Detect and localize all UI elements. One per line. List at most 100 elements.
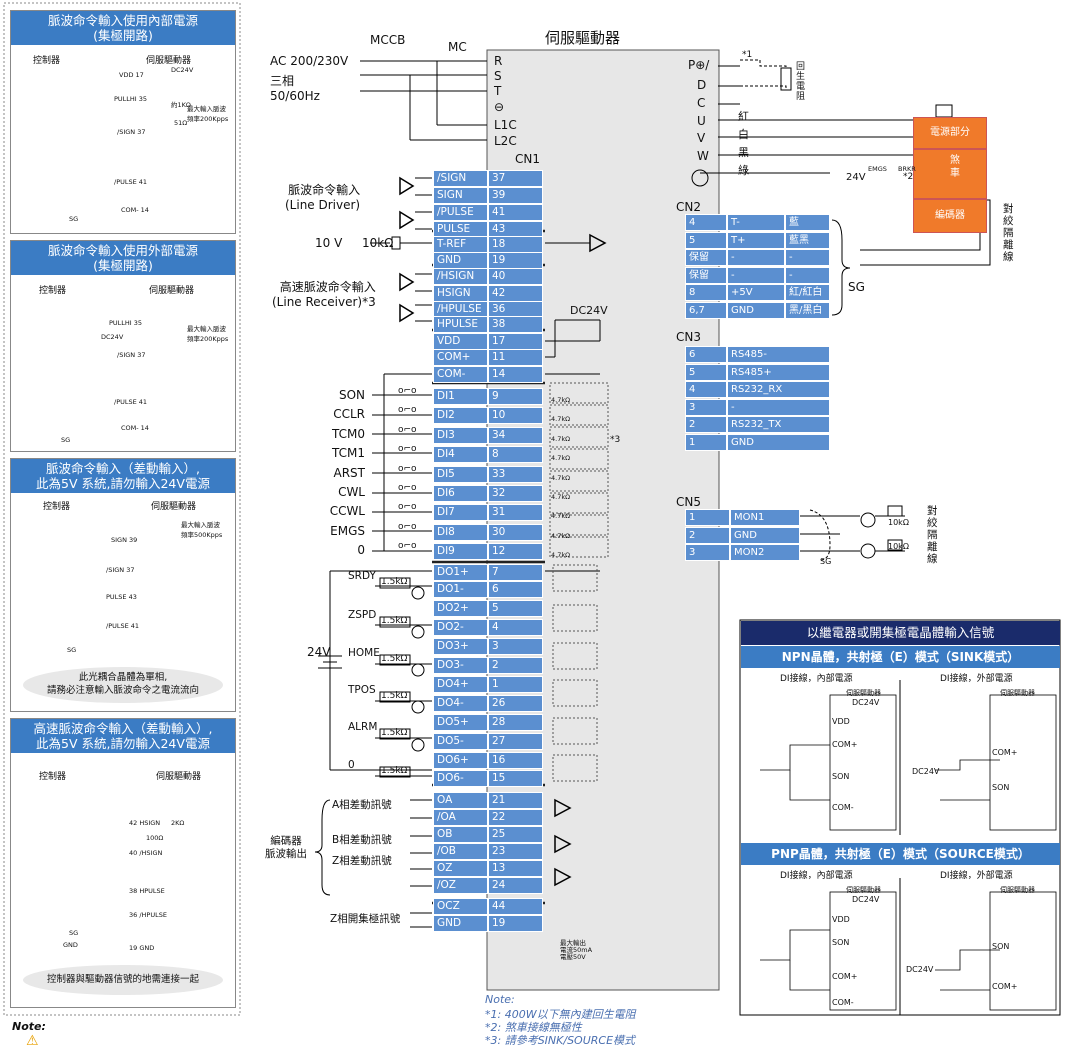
panel-3-ctrl: 控制器 <box>43 502 71 512</box>
cn1-pin-number: 19 <box>488 252 543 269</box>
panel-2-label: 最大輸入脈波頻率200Kpps <box>187 325 229 343</box>
do-name: HOME <box>348 647 380 659</box>
panel-4-drv: 伺服驅動器 <box>156 772 202 782</box>
cn1-pin-row: DO4-26 <box>433 695 543 712</box>
cn1-signal-name: /HSIGN <box>433 268 488 285</box>
cn1-pin-number: 27 <box>488 733 543 750</box>
cn3-cell: 5 <box>685 363 727 381</box>
regen-mark: *1 <box>742 50 753 60</box>
cn1-pin-row: COM+11 <box>433 349 543 366</box>
cn1-pin-number: 6 <box>488 581 543 598</box>
terminal-l1c: L1C <box>494 118 517 132</box>
cn1-pin-number: 9 <box>488 388 543 405</box>
note-1: *1: 400W以下無內建回生電阻 <box>485 1008 636 1021</box>
npn-ext: DI接線，外部電源 <box>940 674 1013 684</box>
cn3-cell: RS485- <box>727 346 830 363</box>
cn1-signal-name: /OB <box>433 843 488 860</box>
npn-int-son: SON <box>832 772 850 781</box>
cn1-signal-name: DI3 <box>433 427 488 444</box>
notes-title: Note: <box>485 993 515 1006</box>
panel-4-label: 40 /HSIGN <box>129 849 163 857</box>
pnp-int-dc24v: DC24V <box>852 895 880 904</box>
do-name: ZSPD <box>348 609 377 621</box>
resistor-1k5: 1.5kΩ <box>381 766 408 776</box>
left-note-label: Note: <box>12 1020 46 1033</box>
panel-1-label: DC24V <box>171 66 194 74</box>
panel-1-drv: 伺服驅動器 <box>146 56 192 66</box>
cn1-pin-number: 30 <box>488 524 543 541</box>
regen-resistor-label: 回 生 電 阻 <box>796 62 806 102</box>
pnp-ext-drv: 伺服驅動器 <box>1000 886 1035 894</box>
cn2-label: CN2 <box>676 200 701 214</box>
cn1-pin-number: 34 <box>488 427 543 444</box>
encoder-output-label: 編碼器 脈波輸出 <box>265 835 307 860</box>
cn5-cell: 3 <box>685 544 730 561</box>
note-2: *2: 煞車接線無極性 <box>485 1021 582 1034</box>
cn1-pin-number: 22 <box>488 809 543 826</box>
terminal-v: V <box>697 131 706 145</box>
cn5-sg: SG <box>820 557 832 566</box>
cn1-pin-number: 28 <box>488 714 543 731</box>
npn-header: NPN晶體，共射極（E）模式（SINK模式） <box>741 646 1060 668</box>
panel-high-speed-differential: 高速脈波命令輸入（差動輸入）, 此為5V 系統,請勿輸入24V電源 控制器 伺服… <box>10 718 236 1008</box>
panel-3-note: 此光耦合晶體為單相, 請務必注意輸入脈波命令之電流流向 <box>23 667 223 703</box>
ac-voltage-label: AC 200/230V <box>270 54 349 68</box>
note-3: *3: 請參考SINK/SOURCE模式 <box>485 1034 636 1047</box>
terminal-w: W <box>697 149 709 163</box>
panel-1-label: PULLHI 35 <box>114 95 148 103</box>
panel-1-label: /PULSE 41 <box>114 178 148 186</box>
resistor-1k5: 1.5kΩ <box>381 577 408 587</box>
panel-1-label: 約1KΩ <box>171 101 191 109</box>
cn5-cell: MON2 <box>730 544 800 561</box>
encoder-twisted: 對 絞 隔 離 線 <box>1003 203 1014 263</box>
terminal-c: C <box>697 96 706 110</box>
panel-1-label: SG <box>69 215 79 223</box>
cn2-cell: 藍 <box>785 214 830 231</box>
cn2-cell: - <box>727 249 785 266</box>
cn1-signal-name: DO4- <box>433 695 488 712</box>
resistor-4k7: 4.7kΩ <box>551 532 571 540</box>
do-name: TPOS <box>348 684 376 696</box>
pnp-header: PNP晶體，共射極（E）模式（SOURCE模式） <box>741 843 1060 865</box>
cn1-pin-row: DO2-4 <box>433 619 543 636</box>
cn2-cell: 保留 <box>685 266 727 284</box>
cn1-pin-row: DO4+1 <box>433 676 543 693</box>
cn1-pin-number: 19 <box>488 915 543 932</box>
z-open-collector: Z相開集極訊號 <box>330 913 401 925</box>
cn2-cell: 4 <box>685 214 727 231</box>
cn2-cell: 紅/紅白 <box>785 284 830 301</box>
cn1-pin-row: DO5+28 <box>433 714 543 731</box>
cn1-pin-number: 38 <box>488 316 543 333</box>
cn1-signal-name: DI1 <box>433 388 488 405</box>
warning-icon: ⚠ <box>26 1033 39 1049</box>
cn1-pin-number: 33 <box>488 466 543 483</box>
panel-3-drv: 伺服驅動器 <box>151 502 197 512</box>
panel-1-label: 最大輸入脈波頻率200Kpps <box>187 105 229 123</box>
cn2-cell: GND <box>727 301 785 319</box>
terminal-u: U <box>697 114 706 128</box>
resistor-4k7: 4.7kΩ <box>551 396 571 404</box>
mc-label: MC <box>448 40 467 54</box>
panel-1-label: /SIGN 37 <box>117 128 146 136</box>
cn1-pin-number: 31 <box>488 504 543 521</box>
cn2-cell: +5V <box>727 284 785 301</box>
di-name: CWL <box>338 485 365 499</box>
panel-differential-input: 脈波命令輸入（差動輸入）, 此為5V 系統,請勿輸入24V電源 控制器 伺服驅動… <box>10 458 236 712</box>
di-name: CCWL <box>329 504 365 518</box>
cn3-cell: 4 <box>685 381 727 398</box>
cn1-label: CN1 <box>515 152 540 166</box>
di-name: 0 <box>357 543 365 557</box>
cn5-cell: 1 <box>685 509 730 526</box>
panel-external-power-open-collector: 脈波命令輸入使用外部電源 (集極開路) 控制器 伺服驅動器 PULLHI 35 … <box>10 240 236 452</box>
switch-icon: o⌐o <box>398 483 417 493</box>
cn1-pin-number: 4 <box>488 619 543 636</box>
